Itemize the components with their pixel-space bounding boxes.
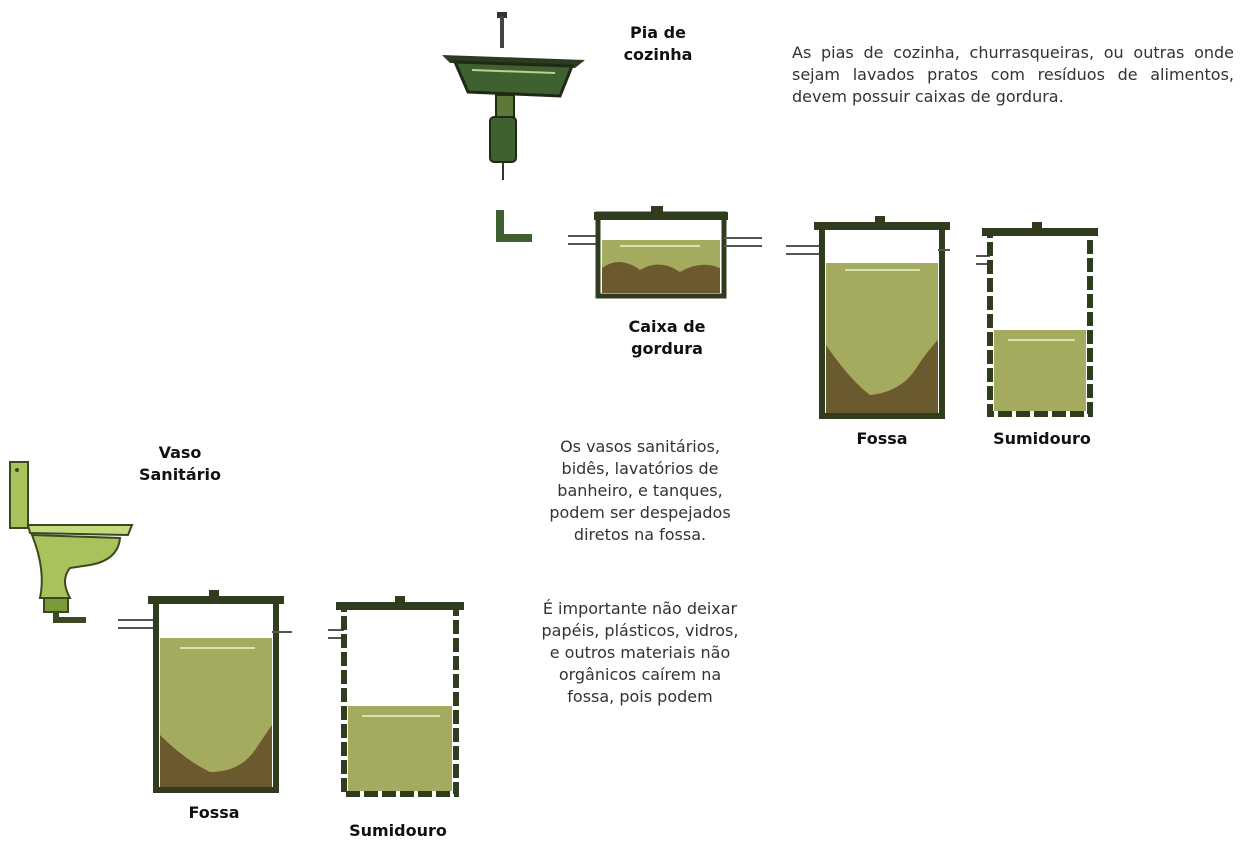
toilet-note: Os vasos sanitários, bidês, lavatórios d… bbox=[549, 437, 731, 544]
warning-note: É importante não deixar papéis, plástico… bbox=[541, 599, 739, 706]
sump-top-label: Sumidouro bbox=[993, 429, 1091, 448]
toilet-drawing bbox=[9, 461, 134, 623]
kitchen-note: As pias de cozinha, churrasqueiras, ou o… bbox=[792, 43, 1234, 106]
septic-tank-bottom-drawing bbox=[118, 590, 292, 793]
septic-tank-bottom-label: Fossa bbox=[188, 803, 240, 822]
septic-tank-top-label: Fossa bbox=[856, 429, 908, 448]
sink-label: Pia de cozinha bbox=[623, 23, 693, 64]
grease-trap-label: Caixa de gordura bbox=[628, 317, 706, 358]
grease-trap-drawing bbox=[568, 206, 762, 299]
kitchen-sink-drawing bbox=[442, 12, 585, 242]
sump-top-drawing bbox=[976, 222, 1098, 417]
septic-tank-top-drawing bbox=[786, 216, 950, 419]
sump-bottom-label: Sumidouro bbox=[349, 821, 447, 840]
toilet-label: Vaso Sanitário bbox=[138, 443, 221, 484]
sump-bottom-drawing bbox=[328, 596, 464, 797]
